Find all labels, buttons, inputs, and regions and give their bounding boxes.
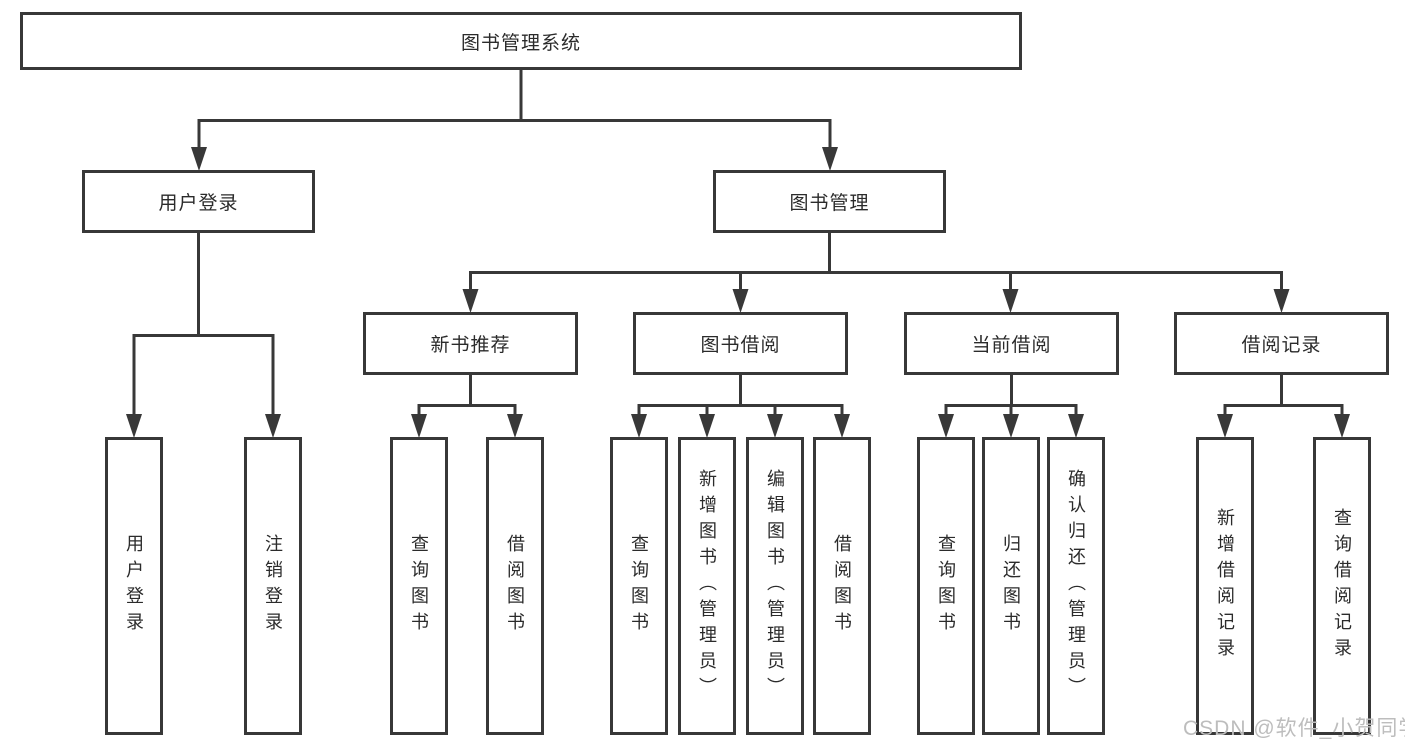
leaf-borrow-query-book: 查询图书: [610, 437, 668, 735]
connector-new-book-children: [411, 375, 523, 438]
node-current-borrow: 当前借阅: [904, 312, 1119, 375]
leaf-borrow-add-book-admin: 新增图书︵管理员︶: [678, 437, 736, 735]
connector-book-borrow-children: [631, 375, 850, 438]
node-book-management: 图书管理: [713, 170, 946, 233]
connector-borrow-records-children: [1217, 375, 1350, 438]
leaf-current-return-book: 归还图书: [982, 437, 1040, 735]
leaf-newbook-borrow-book: 借阅图书: [486, 437, 544, 735]
leaf-records-query-record: 查询借阅记录: [1313, 437, 1371, 735]
node-new-book-recommend: 新书推荐: [363, 312, 578, 375]
connector-current-borrow-children: [938, 375, 1084, 438]
node-borrow-records: 借阅记录: [1174, 312, 1389, 375]
node-root: 图书管理系统: [20, 12, 1022, 70]
leaf-newbook-query-book: 查询图书: [390, 437, 448, 735]
leaf-current-query-book: 查询图书: [917, 437, 975, 735]
node-book-borrow: 图书借阅: [633, 312, 848, 375]
connector-user-login-children: [126, 233, 281, 438]
leaf-user-login: 用户登录: [105, 437, 163, 735]
watermark: CSDN @软件_小贺同学: [1183, 717, 1405, 740]
connector-root-to-branches: [191, 70, 838, 171]
leaf-records-add-record: 新增借阅记录: [1196, 437, 1254, 735]
leaf-borrow-borrow-book: 借阅图书: [813, 437, 871, 735]
leaf-logout: 注销登录: [244, 437, 302, 735]
leaf-current-confirm-return-admin: 确认归还︵管理员︶: [1047, 437, 1105, 735]
connector-book-mgmt-children: [462, 233, 1290, 313]
leaf-borrow-edit-book-admin: 编辑图书︵管理员︶: [746, 437, 804, 735]
node-user-login: 用户登录: [82, 170, 315, 233]
